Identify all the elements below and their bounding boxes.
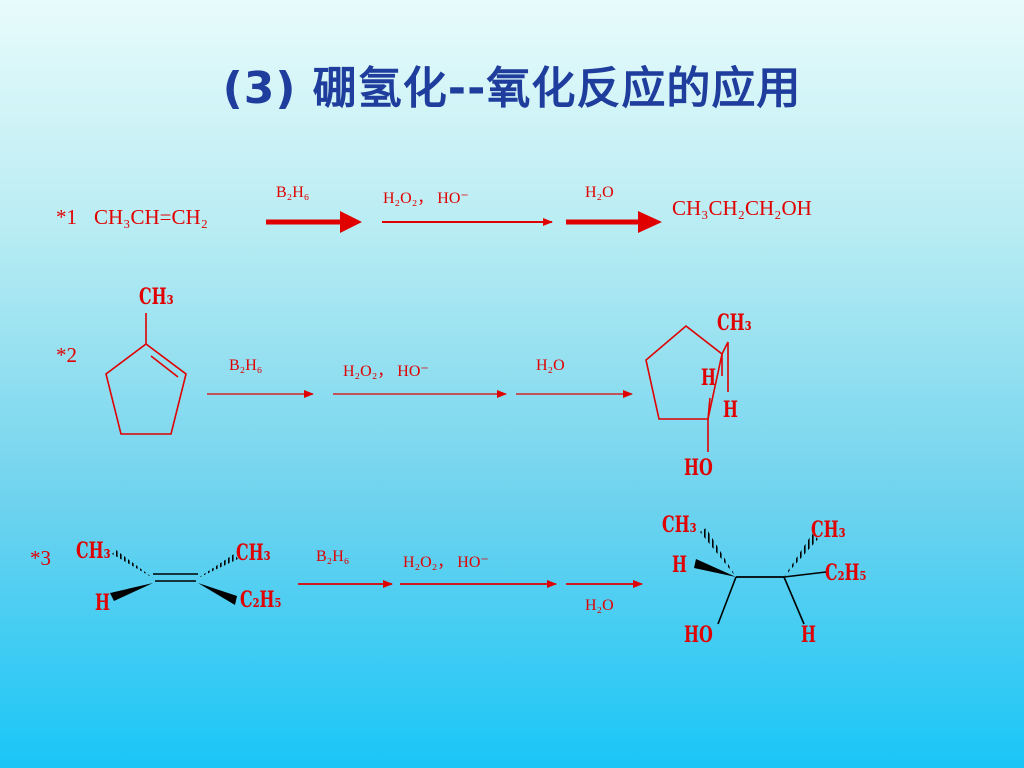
reaction-3-reagent-peroxide: H₂O₂， HO⁻ [403, 554, 489, 571]
reaction-2-reagent-water: H₂O [536, 357, 565, 374]
reaction-2-label: *2 [56, 343, 77, 367]
solid-wedge [110, 583, 153, 601]
reaction-3-hydrogen-left: H [95, 590, 110, 616]
slide-title: (3) 硼氢化--氧化反应的应用 [222, 63, 802, 114]
reaction-3-product-hydrogen-right: H [801, 622, 816, 648]
reaction-3-methyl-left: CH₃ [76, 538, 111, 564]
reaction-3-product-methyl-left: CH₃ [662, 512, 697, 538]
hashed-wedge [784, 534, 818, 577]
reaction-1-arrow-1-head [340, 211, 362, 233]
reaction-1-arrow-3-head [638, 211, 662, 233]
reaction-3-reagent-borane: B₂H₆ [316, 548, 350, 565]
hashed-wedge [198, 554, 238, 578]
reaction-3-product-skeleton [694, 528, 827, 625]
reaction-3-product-ethyl: C₂H₅ [825, 560, 867, 586]
reaction-3-reagent-water: H₂O [585, 597, 614, 614]
reaction-2-methyl-group: CH₃ [139, 284, 174, 310]
reaction-1-arrows [266, 211, 662, 233]
reaction-1-reactant: CH₃CH=CH₂ [94, 205, 209, 229]
reaction-3-product-hydrogen-left: H [672, 552, 687, 578]
reaction-1-label: *1 [56, 205, 77, 229]
reaction-2-product-hydroxyl: HO [684, 455, 713, 481]
hashed-wedge [700, 528, 736, 577]
reaction-3-methyl-right: CH₃ [236, 540, 271, 566]
reaction-1-product: CH₃CH₂CH₂OH [672, 196, 812, 220]
hashed-wedge [112, 550, 153, 578]
reaction-3-reactant-alkene [110, 550, 238, 605]
reaction-2-product-methyl: CH₃ [717, 310, 752, 336]
reaction-2-product-ring [645, 324, 729, 452]
reaction-2-reagent-borane: B₂H₆ [229, 357, 263, 374]
solid-wedge [694, 559, 736, 577]
solid-wedge [198, 583, 237, 605]
reaction-3-ethyl-right: C₂H₅ [240, 587, 282, 613]
reaction-1-reagent-peroxide: H₂O₂， HO⁻ [383, 190, 469, 207]
reaction-1-reagent-borane: B₂H₆ [276, 184, 310, 201]
reaction-2-product-h-upper: H [701, 365, 716, 391]
reaction-2-reactant-ring [105, 313, 187, 435]
reaction-3-label: *3 [30, 546, 51, 570]
reaction-2-product-h-lower: H [723, 397, 738, 423]
reaction-1-reagent-water: H₂O [585, 184, 614, 201]
reaction-3-product-hydroxyl: HO [684, 622, 713, 648]
reaction-2-reagent-peroxide: H₂O₂， HO⁻ [343, 363, 429, 380]
